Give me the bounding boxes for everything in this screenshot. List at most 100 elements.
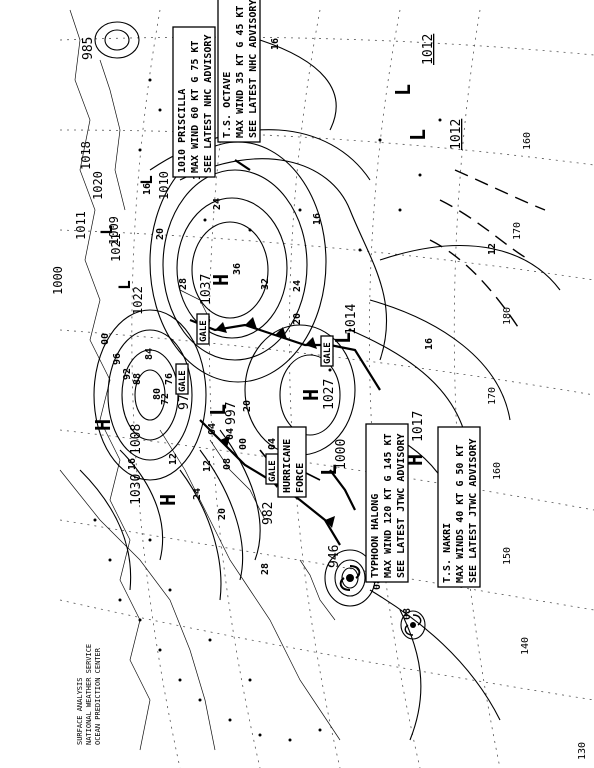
svg-text:L: L [406,129,430,141]
high-center-1030: H [156,494,180,506]
isobar-label: 16 [424,338,435,350]
isobar-label: 24 [192,488,203,500]
isobar-label: 08 [222,458,233,470]
station-observations [93,78,442,742]
chart-title-block: SURFACE ANALYSIS NATIONAL WEATHER SERVIC… [76,644,102,745]
pressure-value: 1010 [157,171,171,200]
isobar-label: 24 [212,198,223,210]
pressure-value: 1012 [421,34,436,65]
isobar-label: 32 [260,278,271,290]
pressure-value: 985 [81,37,96,60]
gale-warnings: GALE GALE GALE GALE [175,313,334,485]
advisory-line: SEE LATEST NHC ADVISORY [248,0,259,138]
gale-box: GALE [175,363,189,395]
pressure-value: 1022 [131,286,145,315]
isobar-label: 12 [168,453,179,465]
low-marker: L [137,175,156,185]
longitude-label: 170 [487,387,498,405]
longitude-label: 170 [512,222,523,240]
isobar-label: 16 [270,38,281,50]
typhoon-pressure-value: 946 [327,545,342,568]
svg-text:L: L [206,404,230,416]
gale-box: GALE [265,453,279,485]
high-center-1027: H [299,389,323,401]
advisory-line: MAX WIND 60 KT G 75 KT [190,41,201,173]
svg-text:L: L [97,225,116,235]
low-marker: L [115,280,134,290]
advisory-halong: TYPHOON HALONG MAX WIND 120 KT G 145 KT … [365,423,409,583]
svg-text:L: L [137,175,156,185]
isobar-label: 84 [144,348,155,360]
advisory-line: 1010 PRISCILLA [177,89,188,173]
graticule [59,9,594,768]
isobar-label: 72 [160,393,171,405]
longitude-label: 160 [492,462,503,480]
gale-label: GALE [268,460,278,482]
isobar-label: 04 [225,428,236,440]
pressure-value: 1014 [344,304,359,335]
chart-title-line: SURFACE ANALYSIS [76,678,84,745]
pressure-value: 1000 [51,266,65,295]
advisory-line: FORCE [295,463,306,493]
isobar-label: 20 [217,508,228,520]
high-center-1037: H [209,274,233,286]
isobar-label: 16 [312,213,323,225]
isobar-label: 28 [178,278,189,290]
advisory-octave: T.S. OCTAVE MAX WIND 35 KT G 45 KT SEE L… [217,0,261,143]
pressure-value: 1020 [91,171,105,200]
isobar-label: 24 [292,280,303,292]
longitude-label: 130 [577,742,588,760]
pressure-value: 1027 [322,379,337,410]
advisory-priscilla: 1010 PRISCILLA MAX WIND 60 KT G 75 KT SE… [172,26,216,178]
longitude-labels: 130 140 150 160 170 180 170 160 [487,132,588,760]
advisory-line: HURRICANE [282,439,293,493]
gale-box: GALE [320,335,334,367]
svg-text:L: L [115,280,134,290]
isobar-label: 12 [487,243,498,255]
isobar-label: 20 [292,313,303,325]
advisory-line: SEE LATEST NHC ADVISORY [203,35,214,173]
pressure-value: 1011 [74,211,88,240]
pressure-value: 1012 [449,119,464,150]
isobar-label: 80 [152,388,163,400]
isobar-label: 36 [232,263,243,275]
isobar-label: 20 [155,228,166,240]
advisory-line: SEE LATEST JTWC ADVISORY [468,439,479,584]
svg-text:H: H [299,389,323,401]
low-center-1014: L [331,332,355,344]
isobar-label: 20 [242,400,253,412]
chart-title-line: NATIONAL WEATHER SERVICE [85,644,93,745]
low-center-997: L [206,404,230,416]
low-center-1000: L [317,464,341,476]
troughs [429,169,546,331]
typhoon-symbol-icon [339,565,361,591]
low-marker: L [97,225,116,235]
longitude-label: 160 [522,132,533,150]
advisory-line: T.S. OCTAVE [222,72,233,138]
longitude-label: 180 [502,307,513,325]
pressure-value: 1021 [109,233,123,262]
isobar-label: 16 [142,183,153,195]
gale-label: GALE [323,342,333,364]
isobar-label: 00 [100,333,111,345]
isobar-label: 08 [402,608,413,620]
isobar-label: 28 [260,563,271,575]
pressure-value: 982 [261,502,276,525]
hurricane-force-box: HURRICANE FORCE [277,426,307,498]
isobar-label: 16 [127,458,138,470]
advisory-nakri: T.S. NAKRI MAX WINDS 40 KT G 50 KT SEE L… [437,426,481,588]
isobar-label: 04 [267,438,278,450]
svg-text:L: L [317,464,341,476]
advisory-line: SEE LATEST JTWC ADVISORY [396,434,407,579]
isobar-label: 08 [372,578,383,590]
isobar-label: 92 [122,368,133,380]
low-center-1012-a: L [391,84,415,96]
advisory-line: MAX WIND 35 KT G 45 KT [235,6,246,138]
pressure-value: 1030 [129,474,144,505]
isobar-label: 96 [112,353,123,365]
pressure-value: 1008 [129,424,144,455]
storm-symbol-icon [404,614,422,636]
advisory-line: MAX WIND 120 KT G 145 KT [383,434,394,579]
svg-text:L: L [391,84,415,96]
